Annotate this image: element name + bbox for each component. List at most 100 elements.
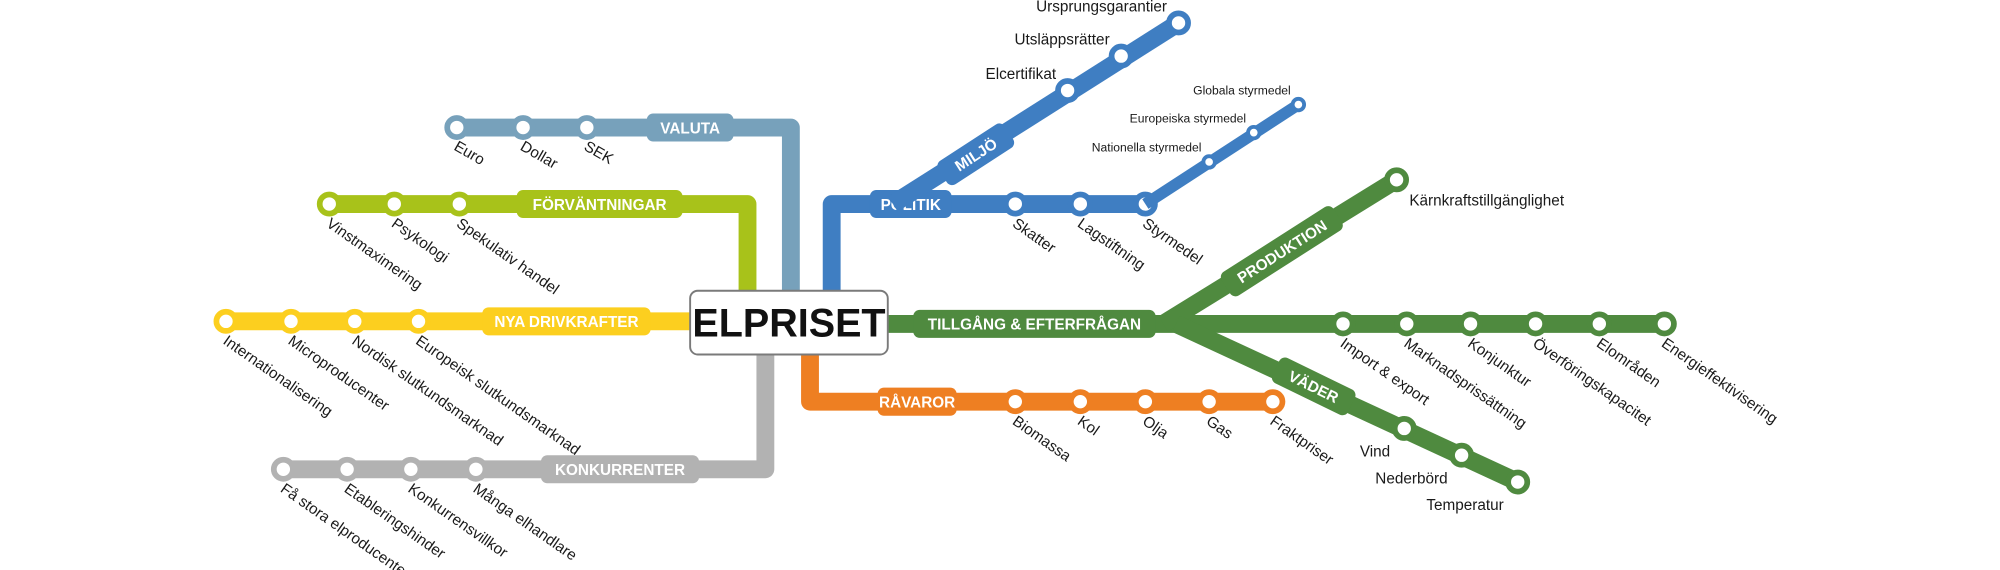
station-label: Nederbörd — [1375, 470, 1447, 487]
station-label: Energieffektivisering — [1658, 335, 1780, 428]
center-box — [689, 289, 889, 356]
line-label-text: KONKURRENTER — [555, 462, 685, 479]
station-marker[interactable] — [334, 456, 360, 482]
station-label: Nationella styrmedel — [1092, 141, 1202, 155]
station-marker[interactable] — [574, 115, 600, 140]
station-marker[interactable] — [1523, 311, 1549, 337]
center-title: ELPRISET — [692, 302, 885, 346]
line-label-vader[interactable]: VÄDER — [1270, 355, 1358, 417]
station-marker[interactable] — [1290, 96, 1307, 113]
station-marker[interactable] — [213, 308, 239, 334]
line-label-ravaror[interactable]: RÅVAROR — [877, 387, 957, 416]
line-track — [1142, 99, 1302, 209]
station-marker[interactable] — [1651, 311, 1677, 337]
line-label-nya-drivkrafter[interactable]: NYA DRIVKRAFTER — [482, 307, 651, 336]
line-produktion: PRODUKTION Kärnkraftstillgänglighet — [1158, 167, 1565, 332]
station-label: Kärnkraftstillgänglighet — [1409, 192, 1565, 209]
station-label: Dollar — [517, 138, 560, 173]
station-marker[interactable] — [1067, 191, 1093, 217]
station-label: Biomassa — [1009, 413, 1074, 466]
station-label: Elcertifikat — [986, 66, 1057, 83]
station-marker[interactable] — [1384, 167, 1410, 193]
station-label: Internationalisering — [220, 332, 336, 420]
station-marker[interactable] — [1505, 469, 1531, 495]
station-marker[interactable] — [1196, 389, 1222, 415]
station-marker[interactable] — [398, 456, 424, 482]
station-marker[interactable] — [446, 191, 472, 217]
station-marker[interactable] — [1055, 78, 1081, 103]
station-marker[interactable] — [1201, 154, 1217, 170]
station-label: Gas — [1203, 413, 1236, 443]
station-label: Styrmedel — [1139, 215, 1205, 268]
station-marker[interactable] — [1458, 311, 1483, 337]
station-label: Lagstiftning — [1074, 215, 1148, 274]
line-label-pill — [516, 190, 683, 219]
station-label: Europeiska styrmedel — [1130, 111, 1246, 125]
station-label: Fraktpriser — [1267, 413, 1337, 469]
line-miljo: MILJÖ Elcertifikat Utsläppsrätter Ursprungs… — [888, 0, 1191, 212]
station-marker[interactable] — [1132, 389, 1158, 415]
station-marker[interactable] — [1002, 389, 1028, 415]
station-marker[interactable] — [1330, 311, 1356, 337]
line-track — [801, 351, 1273, 411]
station-marker[interactable] — [1246, 124, 1262, 141]
station-label: Temperatur — [1426, 497, 1503, 514]
station-marker[interactable] — [1449, 442, 1475, 468]
line-label-text: TILLGÅNG & EFTERFRÅGAN — [928, 317, 1141, 334]
station-marker[interactable] — [342, 308, 368, 334]
line-label-miljo[interactable]: MILJÖ — [935, 121, 1017, 188]
line-label-produktion[interactable]: PRODUKTION — [1218, 204, 1345, 299]
station-label: Spekulativ handel — [453, 215, 562, 298]
station-label: Globala styrmedel — [1193, 83, 1291, 97]
station-label: Euro — [451, 138, 487, 169]
station-marker[interactable] — [444, 115, 470, 140]
station-marker[interactable] — [1067, 389, 1093, 415]
station-label: Skatter — [1009, 215, 1058, 257]
line-label-valuta[interactable]: VALUTA — [646, 113, 734, 142]
station-marker[interactable] — [1586, 311, 1612, 337]
line-label-text: VALUTA — [660, 120, 720, 137]
station-marker[interactable] — [270, 456, 296, 482]
line-label-tillgang[interactable]: TILLGÅNG & EFTERFRÅGAN — [913, 309, 1156, 338]
station-marker[interactable] — [463, 456, 489, 482]
station-marker[interactable] — [1394, 311, 1420, 337]
station-label: Vind — [1360, 444, 1390, 461]
station-label: Utsläppsrätter — [1014, 32, 1109, 49]
center-node-elpriset: ELPRISET — [689, 289, 889, 356]
station-marker[interactable] — [1391, 416, 1417, 441]
line-label-pill — [646, 113, 734, 142]
line-label-konkurrenter[interactable]: KONKURRENTER — [540, 455, 700, 484]
line-label-pill — [877, 387, 957, 416]
line-label-text: NYA DRIVKRAFTER — [494, 314, 638, 331]
line-track — [822, 195, 1146, 294]
line-nya-drivkrafter: NYA DRIVKRAFTERInternationaliseringMicro… — [213, 307, 696, 459]
line-track — [283, 351, 775, 479]
line-label-forvantningar[interactable]: FÖRVÄNTNINGAR — [516, 190, 683, 219]
station-marker[interactable] — [1108, 43, 1134, 69]
station-label: Olja — [1139, 413, 1171, 443]
station-marker[interactable] — [381, 191, 407, 217]
station-marker[interactable] — [1166, 10, 1191, 36]
line-label-text: PRODUKTION — [1235, 217, 1331, 287]
line-label-pill — [540, 455, 700, 484]
station-label: Kol — [1074, 413, 1102, 440]
station-label: Många elhandlare — [470, 480, 580, 564]
station-marker[interactable] — [406, 308, 431, 334]
station-label: Ursprungsgarantier — [1036, 0, 1167, 15]
station-marker[interactable] — [1260, 389, 1286, 415]
station-marker[interactable] — [316, 191, 342, 217]
station-label: Marknadsprissättning — [1401, 335, 1530, 432]
station-marker[interactable] — [510, 115, 536, 140]
line-track — [456, 118, 800, 294]
station-marker[interactable] — [1002, 191, 1028, 217]
line-label-pill — [1220, 206, 1343, 297]
line-label-text: FÖRVÄNTNINGAR — [533, 197, 667, 214]
station-label: Psykologi — [388, 215, 451, 266]
station-marker[interactable] — [278, 308, 304, 334]
line-label-pill — [913, 309, 1156, 338]
